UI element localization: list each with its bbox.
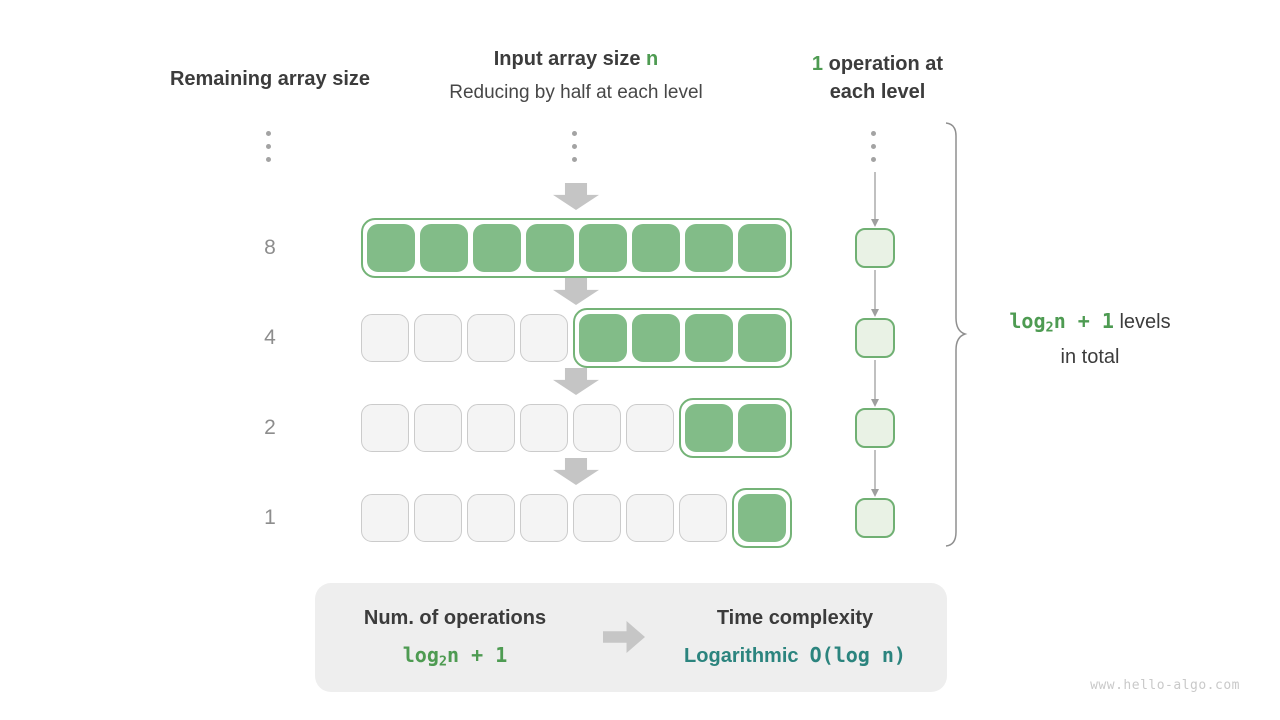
operation-box — [855, 408, 895, 448]
array-cell-active — [579, 224, 627, 272]
active-subarray-outline — [732, 488, 792, 548]
array-level-row — [361, 307, 792, 369]
levels-annotation-text: levels — [1113, 311, 1171, 333]
ellipsis-left-column — [266, 131, 271, 162]
active-subarray-outline — [679, 398, 792, 458]
array-cell-empty — [573, 494, 621, 542]
operations-formula: log2n + 1 — [315, 640, 595, 676]
levels-formula-rest: n + 1 — [1053, 309, 1114, 333]
array-cell-active — [632, 314, 680, 362]
array-cell-empty — [414, 494, 462, 542]
complexity-title: Time complexity — [716, 607, 874, 629]
levels-formula: log2n + 1 — [1009, 309, 1114, 336]
array-cell-active — [738, 224, 786, 272]
complexity-value: Logarithmic O(log n) — [650, 640, 940, 671]
complexity-code: O(log n) — [809, 643, 906, 667]
header-one-line2: each level — [829, 81, 926, 103]
array-cell-active — [738, 404, 786, 452]
array-cell-empty — [361, 494, 409, 542]
curly-brace — [945, 122, 968, 547]
array-cell-empty — [467, 314, 515, 362]
header-input-array-title: Input array size n — [406, 46, 746, 72]
array-cell-active — [685, 314, 733, 362]
operation-box — [855, 498, 895, 538]
array-cell-empty — [520, 494, 568, 542]
remaining-size-label: 1 — [264, 506, 276, 529]
array-level-row — [361, 397, 792, 459]
array-cell-empty — [626, 404, 674, 452]
remaining-size-label: 2 — [264, 416, 276, 439]
operation-box — [855, 318, 895, 358]
header-one-highlight: 1 — [811, 53, 824, 75]
header-one-rest: operation at — [823, 53, 944, 75]
header-remaining-array-size: Remaining array size — [169, 68, 371, 90]
array-cell-active — [367, 224, 415, 272]
array-cell-active — [685, 404, 733, 452]
array-cell-empty — [467, 494, 515, 542]
operations-summary: Num. of operations log2n + 1 — [315, 605, 595, 676]
header-n-highlight: n — [646, 48, 659, 70]
array-cell-active — [738, 314, 786, 362]
array-cell-empty — [626, 494, 674, 542]
connector-arrowhead-icons — [871, 219, 879, 497]
array-cell-empty — [361, 314, 409, 362]
operations-formula-rest: n + 1 — [447, 643, 508, 667]
array-cell-active — [632, 224, 680, 272]
complexity-summary: Time complexity Logarithmic O(log n) — [650, 605, 940, 671]
array-cell-active — [685, 224, 733, 272]
array-cell-empty — [679, 494, 727, 542]
watermark: www.hello-algo.com — [1090, 678, 1240, 693]
operation-box — [855, 228, 895, 268]
array-cell-active — [579, 314, 627, 362]
levels-formula-sub: 2 — [1045, 319, 1054, 336]
array-cell-empty — [414, 404, 462, 452]
complexity-name: Logarithmic — [684, 645, 799, 667]
right-arrow-icon — [603, 621, 645, 653]
array-cell-active — [526, 224, 574, 272]
array-level-row — [361, 217, 792, 279]
array-level-row — [361, 487, 792, 549]
levels-annotation: log2n + 1 levels in total — [990, 306, 1190, 372]
remaining-size-label: 4 — [264, 326, 276, 349]
array-cell-empty — [520, 404, 568, 452]
header-input-array-title-text: Input array size — [493, 48, 647, 70]
operations-title: Num. of operations — [363, 607, 547, 629]
header-one-operation: 1 operation at each level — [780, 50, 975, 106]
active-subarray-outline — [361, 218, 792, 278]
levels-formula-log: log — [1009, 309, 1046, 333]
array-cell-active — [420, 224, 468, 272]
operations-formula-log: log — [402, 643, 439, 667]
summary-panel: Num. of operations log2n + 1 Time comple… — [315, 583, 947, 692]
array-cell-empty — [573, 404, 621, 452]
ellipsis-right-column — [871, 131, 876, 162]
array-cell-empty — [520, 314, 568, 362]
header-input-array: Input array size n Reducing by half at e… — [406, 46, 746, 106]
remaining-size-label: 8 — [264, 236, 276, 259]
array-cell-empty — [361, 404, 409, 452]
ellipsis-center-column — [572, 131, 577, 162]
operations-formula-sub: 2 — [438, 653, 448, 670]
header-input-array-subtitle: Reducing by half at each level — [449, 82, 703, 103]
array-cell-active — [473, 224, 521, 272]
array-cell-empty — [414, 314, 462, 362]
active-subarray-outline — [573, 308, 792, 368]
array-cell-empty — [467, 404, 515, 452]
levels-annotation-line2: in total — [1060, 346, 1120, 369]
array-cell-active — [738, 494, 786, 542]
